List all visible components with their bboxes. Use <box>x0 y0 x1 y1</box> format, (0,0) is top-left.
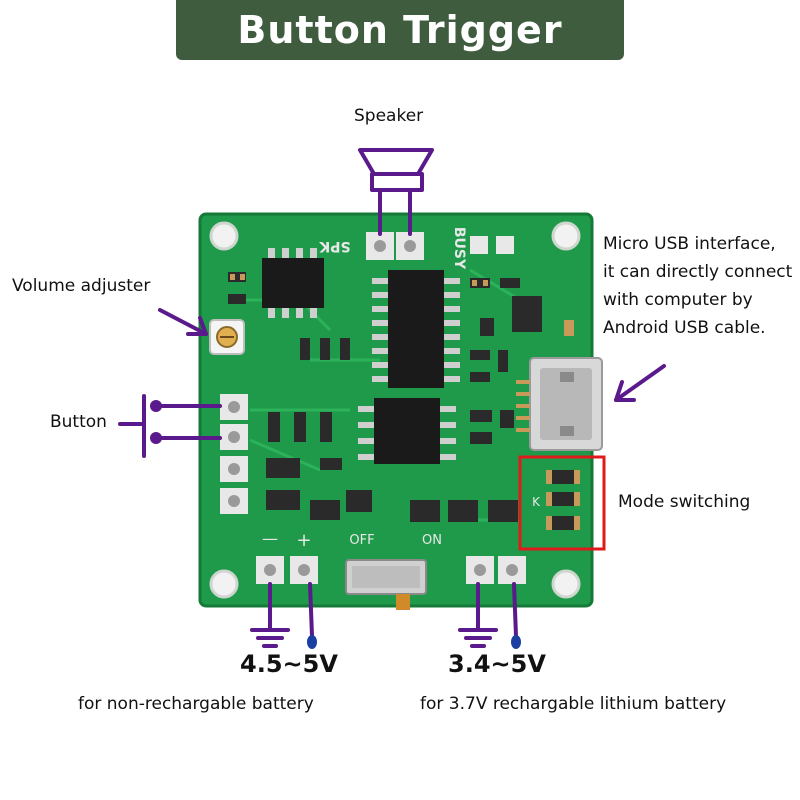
on-label: ON <box>422 533 442 548</box>
minus-label: — <box>262 529 278 548</box>
flash-chip <box>358 398 456 464</box>
speaker-pads <box>366 232 424 260</box>
title-banner: Button Trigger Mode <box>176 0 624 112</box>
power-pads-left <box>256 556 318 584</box>
smd-components <box>228 272 574 522</box>
power-pads-right <box>466 556 526 584</box>
button-switch-icon <box>118 394 222 458</box>
power-slide-switch <box>345 559 427 610</box>
mode-resistors <box>546 470 580 530</box>
ground-icon-right <box>458 582 498 648</box>
ground-icon-left <box>250 582 290 648</box>
voltage-right-label: 3.4~5V <box>448 650 546 678</box>
off-label: OFF <box>349 533 374 548</box>
positive-lead-right <box>512 582 518 638</box>
plus-label: + <box>296 530 311 551</box>
volume-potentiometer <box>209 319 245 355</box>
usb-label-line-4: Android USB cable. <box>603 318 766 338</box>
battery-right-label: for 3.7V rechargable lithium battery <box>420 694 727 714</box>
usb-label-line-2: it can directly connect <box>603 262 793 282</box>
volume-adjuster-label: Volume adjuster <box>12 276 151 296</box>
positive-terminal-left <box>307 635 317 649</box>
button-pads <box>220 394 248 514</box>
mounting-holes <box>209 221 581 599</box>
main-chip <box>372 270 460 388</box>
button-terminal-bottom <box>150 432 162 444</box>
button-terminal-top <box>150 400 162 412</box>
mode-k-label: K <box>532 495 541 509</box>
usb-arrow-icon <box>614 364 666 402</box>
button-label: Button <box>50 412 107 432</box>
speaker-icon <box>358 148 434 236</box>
usb-label-line-1: Micro USB interface, <box>603 234 776 254</box>
micro-usb-port <box>516 357 603 451</box>
mode-switching-label: Mode switching <box>618 492 751 512</box>
spk-label: SPK <box>318 238 350 254</box>
amplifier-chip <box>262 248 324 318</box>
usb-label-line-3: with computer by <box>603 290 753 310</box>
mode-switching-highlight <box>518 455 606 551</box>
page-title: Button Trigger Mode <box>237 8 563 112</box>
busy-label: BUSY <box>451 227 467 270</box>
positive-terminal-right <box>511 635 521 649</box>
voltage-left-label: 4.5~5V <box>240 650 338 678</box>
positive-lead-left <box>308 582 314 638</box>
volume-arrow-icon <box>158 308 208 336</box>
battery-left-label: for non-rechargable battery <box>78 694 314 714</box>
speaker-label: Speaker <box>354 106 424 126</box>
busy-pads <box>470 236 514 254</box>
